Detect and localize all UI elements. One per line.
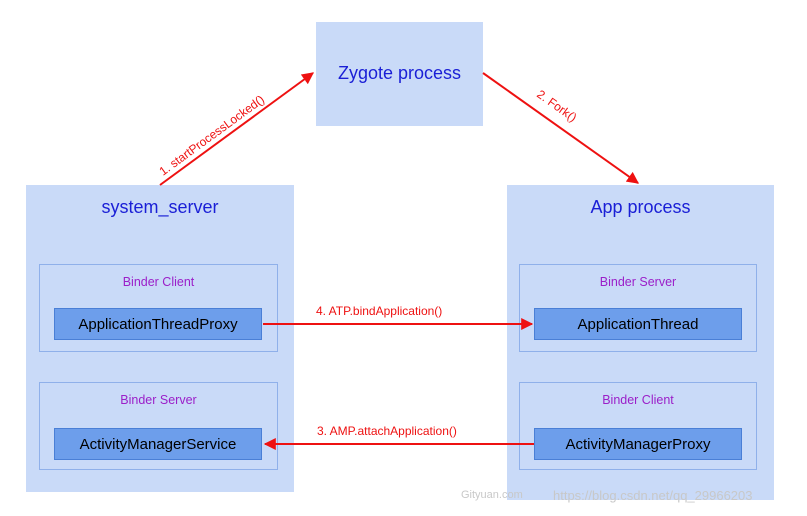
attach-application-label: 3. AMP.attachApplication(): [317, 424, 457, 438]
application-thread: ApplicationThread: [534, 308, 742, 340]
zygote-process-title: Zygote process: [337, 63, 462, 83]
bind-application-label: 4. ATP.bindApplication(): [316, 304, 442, 318]
fork-label: 2. Fork(): [534, 87, 579, 125]
app-process-title: App process: [590, 197, 691, 217]
csdn-watermark: https://blog.csdn.net/qq_29966203: [553, 488, 753, 503]
zygote-process-box: Zygote process: [316, 22, 483, 126]
activity-manager-proxy: ActivityManagerProxy: [534, 428, 742, 460]
gityuan-watermark: Gityuan.com: [461, 489, 523, 501]
binder-server-label: Binder Server: [599, 275, 677, 289]
application-thread-proxy: ApplicationThreadProxy: [54, 308, 262, 340]
activity-manager-service: ActivityManagerService: [54, 428, 262, 460]
start-process-arrow: [159, 72, 314, 186]
binder-client-label: Binder Client: [122, 275, 195, 289]
start-process-label: 1. startProcessLocked(): [157, 92, 268, 178]
binder-server-label: Binder Server: [120, 393, 197, 407]
binder-client-label: Binder Client: [602, 393, 674, 407]
fork-arrow: [482, 72, 639, 184]
system-server-title: system_server: [101, 197, 219, 217]
